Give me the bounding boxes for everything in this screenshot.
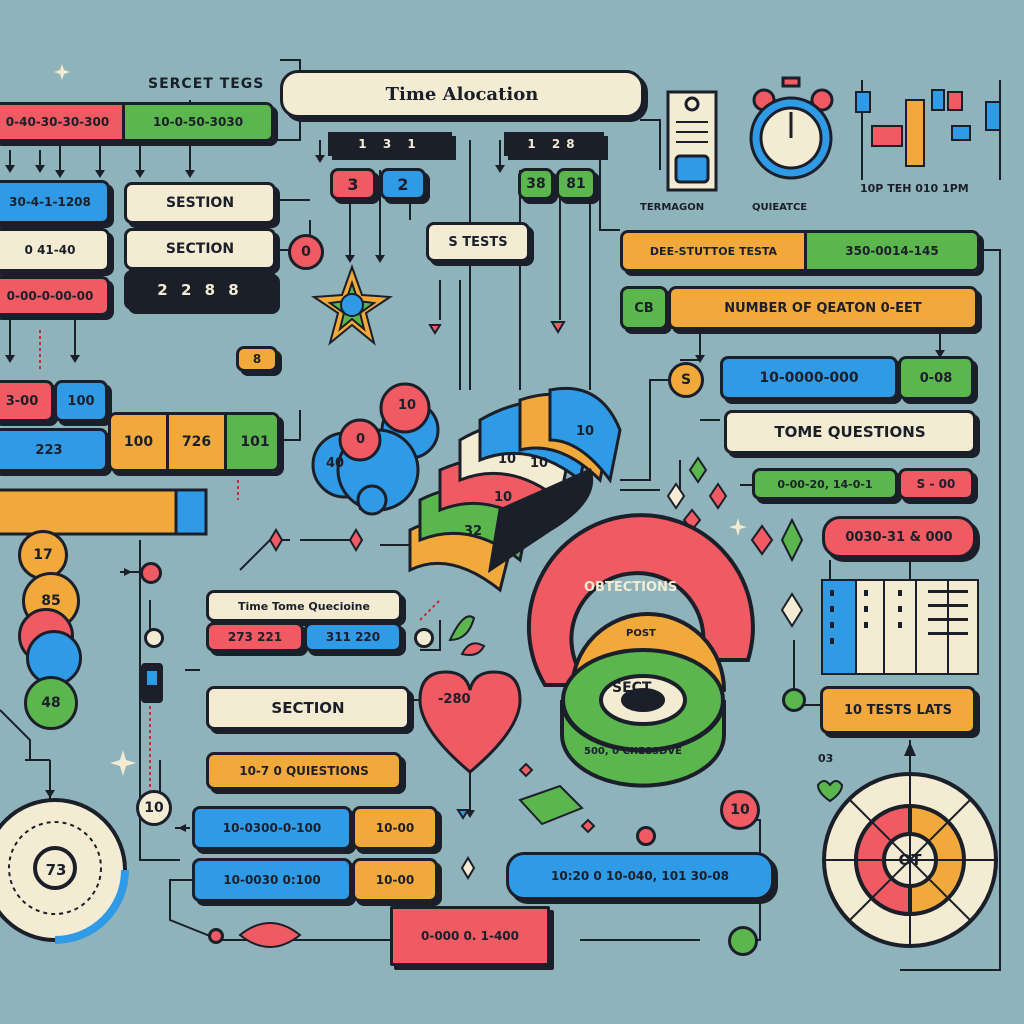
tests-box: S TESTS bbox=[426, 222, 530, 262]
small-node-icon bbox=[636, 826, 656, 846]
descriptor-right: 350-0014-145 bbox=[807, 233, 977, 269]
questions-count: 10-7 0 QUIESTIONS bbox=[206, 752, 402, 790]
small-node-icon bbox=[414, 628, 434, 648]
value-cells: 100 726 101 bbox=[108, 412, 280, 472]
chart-icon-caption: 10P TEH 010 1PM bbox=[860, 182, 969, 195]
row-b-blue: 223 bbox=[0, 428, 108, 472]
value-cell: 101 bbox=[227, 415, 277, 469]
bubble-value: 40 bbox=[326, 456, 345, 471]
tile-green-a: 38 bbox=[518, 168, 554, 200]
bubble-value: 0 bbox=[356, 432, 366, 447]
left-blue-value: 30-4-1-1208 bbox=[0, 180, 110, 224]
time-questions-red: 273 221 bbox=[206, 622, 304, 652]
fan-value: 10 bbox=[530, 456, 549, 471]
row-a-red: 3-00 bbox=[0, 380, 54, 422]
bracket-right-numbers: 1 28 bbox=[504, 132, 604, 156]
donut-inner-top: POST bbox=[626, 628, 656, 639]
left-red-value: 0-00-0-00-00 bbox=[0, 276, 110, 316]
donut-side-circle: 10 bbox=[720, 790, 760, 830]
small-node-icon bbox=[144, 628, 164, 648]
cb-label: CB bbox=[620, 286, 668, 330]
row2-blue: 10-0030 0:100 bbox=[192, 858, 352, 902]
circle-10: 10 bbox=[136, 790, 172, 826]
value-cell: 100 bbox=[111, 415, 169, 469]
tests-bar: 10 TESTS LATS bbox=[820, 686, 976, 734]
right-dial-value: OT bbox=[898, 851, 922, 869]
left-cream-value: 0 41-40 bbox=[0, 228, 110, 272]
row2-orange: 10-00 bbox=[352, 858, 438, 902]
circle-a: 0 bbox=[288, 234, 324, 270]
tile-red: 3 bbox=[330, 168, 376, 200]
right-dial-side-label: 03 bbox=[818, 752, 834, 765]
doc-icon-caption: TERMAGON bbox=[640, 202, 705, 213]
small-badge: 8 bbox=[236, 346, 278, 372]
donut-green-label: 500, 0 CHESSDVE bbox=[584, 746, 682, 757]
value-cell: 726 bbox=[169, 415, 227, 469]
green-small-value: 0-00-20, 14-0-1 bbox=[752, 468, 898, 500]
heart-value: -280 bbox=[438, 692, 471, 707]
donut-outer-label: OBTECTIONS bbox=[584, 580, 678, 595]
bottom-blue-bar: 10:20 0 10-040, 101 30-08 bbox=[506, 852, 774, 900]
small-node-icon bbox=[208, 928, 224, 944]
section-center: SECTION bbox=[206, 686, 410, 730]
circle-s: S bbox=[668, 362, 704, 398]
bubble-value: 10 bbox=[398, 398, 417, 413]
top-red-value: 0-40-30-30-300 bbox=[0, 105, 125, 139]
row-a-blue: 100 bbox=[54, 380, 108, 422]
dial-value: 73 bbox=[45, 861, 67, 879]
bracket-left-numbers: 1 3 1 bbox=[328, 132, 452, 156]
section-numbers: 2 2 8 8 bbox=[124, 270, 276, 310]
red-pill-value: 0030-31 & 000 bbox=[822, 516, 976, 558]
descriptor-left: DEE-STUTTOE TESTA bbox=[623, 233, 807, 269]
section-label-1: SESTION bbox=[124, 182, 276, 224]
fan-value: 10 bbox=[494, 490, 513, 505]
donut-orange-label: SECT bbox=[612, 680, 652, 696]
stack-circle: 48 bbox=[24, 676, 78, 730]
small-node-icon bbox=[140, 562, 162, 584]
time-questions-title: Time Tome Quecioine bbox=[206, 590, 402, 622]
section-label-2: SECTION bbox=[124, 228, 276, 270]
bottom-red-box: 0-000 0. 1-400 bbox=[390, 906, 550, 966]
tome-questions: TOME QUESTIONS bbox=[724, 410, 976, 454]
top-green-value: 10-0-50-3030 bbox=[125, 105, 271, 139]
time-questions-blue: 311 220 bbox=[304, 622, 402, 652]
row1-orange: 10-00 bbox=[352, 806, 438, 850]
header-small-label: SERCET TEGS bbox=[148, 76, 265, 92]
number-of-questions-bar: NUMBER OF QEATON 0-EET bbox=[668, 286, 978, 330]
fan-value: 10 bbox=[576, 424, 595, 439]
small-node-icon bbox=[782, 688, 806, 712]
page-title: Time Alocation bbox=[280, 70, 644, 118]
tile-blue: 2 bbox=[380, 168, 426, 200]
small-node-icon bbox=[728, 926, 758, 956]
fan-value: 10 bbox=[498, 452, 517, 467]
descriptor-bar: DEE-STUTTOE TESTA 350-0014-145 bbox=[620, 230, 980, 272]
blue-row-value: 10-0000-000 bbox=[720, 356, 898, 400]
clock-icon-caption: QUIEATCE bbox=[752, 202, 808, 213]
row1-blue: 10-0300-0-100 bbox=[192, 806, 352, 850]
green-row-value: 0-08 bbox=[898, 356, 974, 400]
fan-value: 32 bbox=[464, 524, 483, 539]
tile-green-b: 81 bbox=[556, 168, 596, 200]
top-split-bar: 0-40-30-30-300 10-0-50-3030 bbox=[0, 102, 274, 142]
red-small-value: S - 00 bbox=[898, 468, 974, 500]
